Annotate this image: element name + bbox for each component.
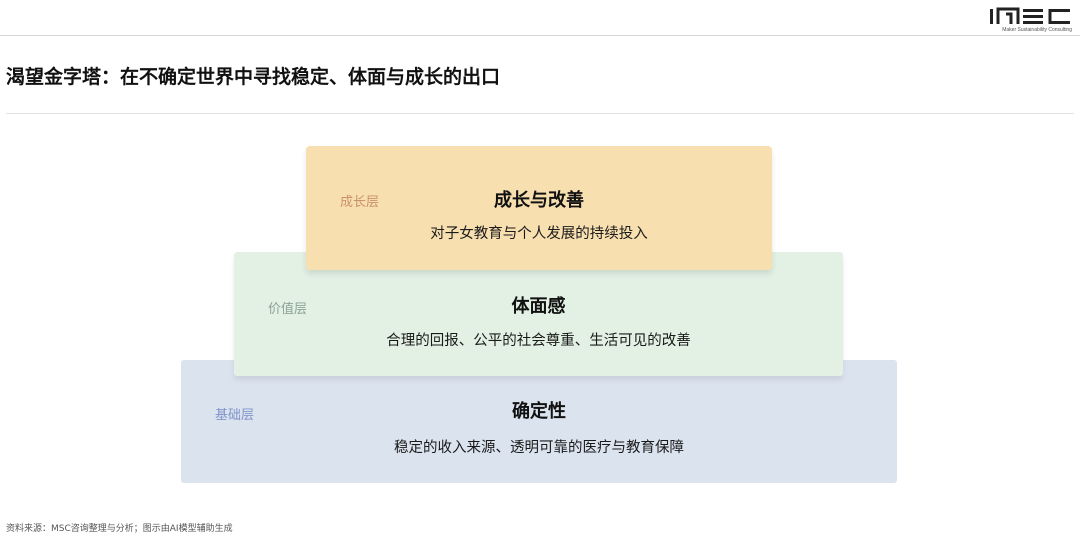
layer-heading-foundation: 确定性 <box>512 401 566 422</box>
header-divider <box>0 35 1080 36</box>
title-divider <box>6 113 1074 114</box>
layer-heading-growth: 成长与改善 <box>494 190 584 211</box>
msc-logo: Maker Sustainability Consulting <box>988 7 1072 35</box>
layer-tag-growth: 成长层 <box>340 195 380 210</box>
layer-description-foundation: 稳定的收入来源、透明可靠的医疗与教育保障 <box>394 440 684 456</box>
pyramid-layer-growth: 成长层 成长与改善 对子女教育与个人发展的持续投入 <box>306 146 772 270</box>
layer-description-growth: 对子女教育与个人发展的持续投入 <box>430 226 648 242</box>
layer-tag-foundation: 基础层 <box>215 408 255 423</box>
layer-heading-value: 体面感 <box>511 296 566 317</box>
msc-logo-mark <box>990 7 1070 24</box>
page-title: 渴望金字塔：在不确定世界中寻找稳定、体面与成长的出口 <box>6 66 501 88</box>
layer-description-value: 合理的回报、公平的社会尊重、生活可见的改善 <box>386 333 691 349</box>
pyramid-layer-value: 价值层 体面感 合理的回报、公平的社会尊重、生活可见的改善 <box>234 252 843 376</box>
logo-subtitle: Maker Sustainability Consulting <box>1002 27 1072 33</box>
source-note: 资料来源：MSC咨询整理与分析；图示由AI模型辅助生成 <box>6 524 233 534</box>
layer-tag-value: 价值层 <box>268 302 308 317</box>
pyramid-layer-foundation: 基础层 确定性 稳定的收入来源、透明可靠的医疗与教育保障 <box>181 360 897 483</box>
